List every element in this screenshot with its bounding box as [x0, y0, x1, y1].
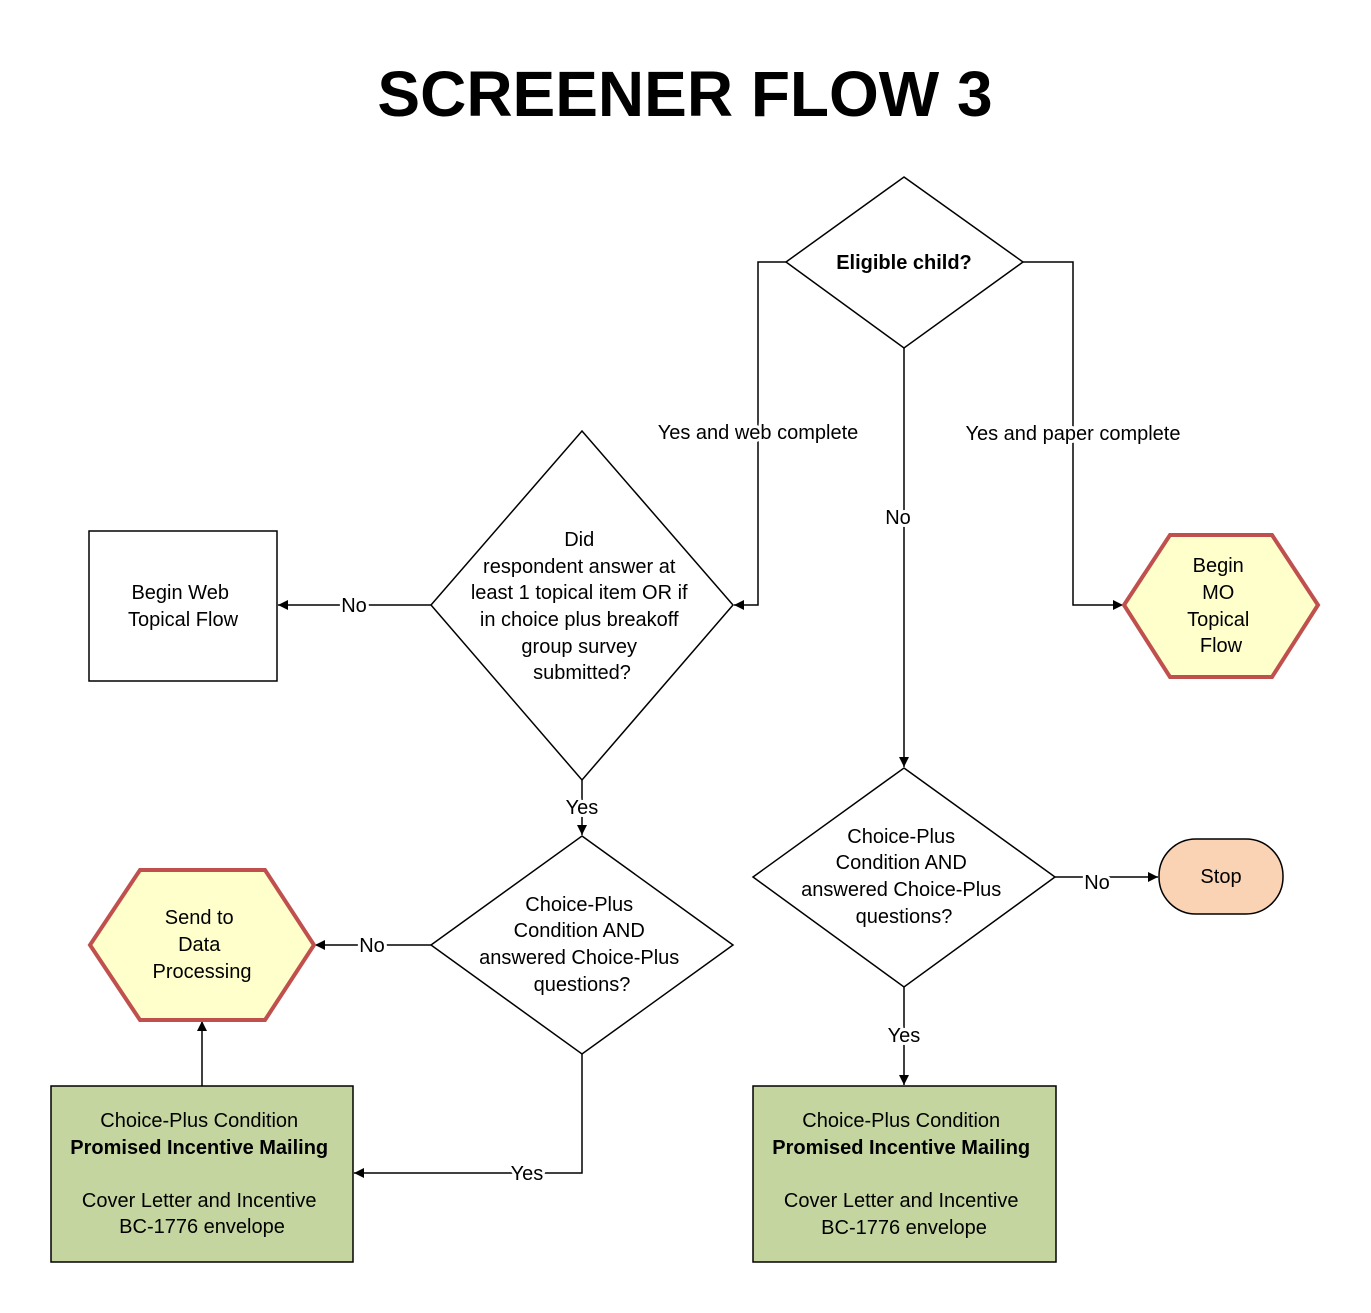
connectors	[197, 261, 1158, 1178]
label-web-complete: Yes and web complete	[658, 422, 859, 444]
process-mailing-left	[50, 1085, 354, 1263]
process-begin-web	[88, 530, 278, 682]
decision-eligible-child	[784, 176, 1025, 349]
terminal-begin-mo	[1121, 533, 1321, 679]
label-paper-complete: Yes and paper complete	[966, 423, 1181, 445]
edge-web-complete	[734, 261, 786, 610]
mailing-right-text: Choice-Plus Condition Promised Incentive…	[772, 1110, 1035, 1239]
did-answer-text: Did respondent answer at least 1 topical…	[471, 529, 693, 684]
begin-mo-text: Begin MO Topical Flow	[1187, 555, 1255, 657]
label-did-no: No	[341, 595, 367, 617]
begin-web-text: Begin Web Topical Flow	[128, 582, 239, 631]
terminal-send-dp	[87, 868, 317, 1022]
choice-left-text: Choice-Plus Condition AND answered Choic…	[479, 894, 685, 996]
label-right-yes: Yes	[888, 1025, 921, 1047]
label-right-no: No	[1084, 872, 1110, 894]
label-left-yes: Yes	[511, 1163, 544, 1185]
label-did-yes: Yes	[566, 797, 599, 819]
mailing-left-text: Choice-Plus Condition Promised Incentive…	[70, 1110, 333, 1238]
eligible-text: Eligible child?	[836, 252, 972, 274]
stop-text: Stop	[1200, 866, 1241, 888]
label-left-no: No	[359, 935, 385, 957]
send-dp-text: Send to Data Processing	[153, 907, 252, 983]
terminal-stop	[1158, 838, 1284, 915]
label-eligible-no: No	[885, 507, 911, 529]
decision-choice-left	[429, 835, 735, 1055]
choice-right-text: Choice-Plus Condition AND answered Choic…	[801, 826, 1007, 928]
decision-did-answer	[430, 429, 734, 782]
diagram-title: SCREENER FLOW 3	[377, 58, 992, 130]
edge-left-yes	[354, 1054, 583, 1178]
decision-choice-right	[751, 767, 1057, 988]
process-mailing-right	[752, 1085, 1057, 1263]
edge-paper-complete	[1023, 261, 1123, 610]
